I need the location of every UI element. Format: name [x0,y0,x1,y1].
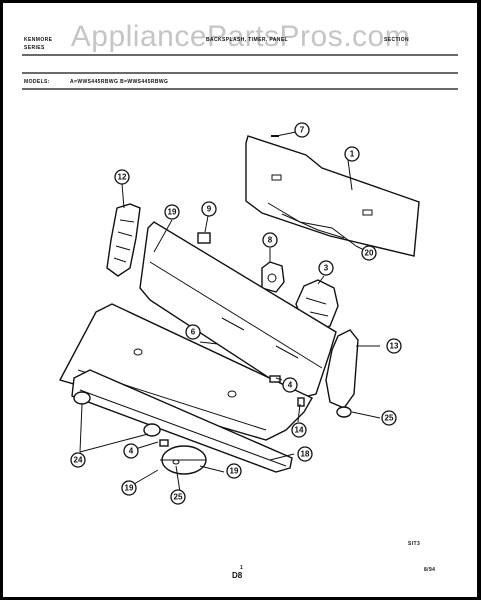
callout-9: 9 [201,201,217,217]
fitting-part-14 [297,397,305,407]
leader-lines [79,131,381,493]
callout-1: 1 [344,146,360,162]
callout-19-top: 19 [164,204,180,220]
dial-part-19 [160,445,207,475]
callout-12: 12 [114,169,130,185]
small-knob-part-25 [172,406,352,465]
svg-text:25: 25 [174,493,183,502]
callout-8: 8 [262,232,278,248]
svg-text:9: 9 [207,205,212,214]
callout-25-bottom: 25 [170,489,186,505]
callout-24: 24 [70,452,86,468]
models-label: MODELS: [24,79,50,85]
svg-text:6: 6 [191,328,196,337]
header-section-title: BACKSPLASH, TIMER, PANEL [206,37,289,43]
rear-cover-panel [245,135,420,257]
svg-text:19: 19 [168,208,177,217]
svg-text:14: 14 [295,426,304,435]
header-series: SERIES [24,45,45,51]
svg-text:4: 4 [129,447,134,456]
callout-19-bottom-right: 19 [226,463,242,479]
callout-19-bottom-left: 19 [121,480,137,496]
svg-text:18: 18 [301,450,310,459]
callout-7: 7 [294,122,310,138]
lower-trim-panel [71,369,293,473]
svg-text:4: 4 [288,381,293,390]
callout-20: 20 [361,245,377,261]
header-section-label: SECTION [384,37,410,43]
svg-text:19: 19 [230,467,239,476]
footer-page-mark: 1 [240,565,244,571]
callout-13: 13 [386,338,402,354]
knobs-part-24 [73,391,161,437]
svg-text:1: 1 [350,150,355,159]
callout-4-lower: 4 [123,443,139,459]
callout-25-right: 25 [381,410,397,426]
watermark: AppliancePartsPros.com [70,20,411,53]
svg-text:7: 7 [300,126,305,135]
svg-text:8: 8 [268,236,273,245]
svg-text:12: 12 [118,173,127,182]
switch-part-9 [197,232,211,244]
callout-18: 18 [297,446,313,462]
models-text: A=WWS445RBWG B=WWS445RBWG [70,79,169,85]
footer-date: 8/94 [424,567,436,573]
callout-3: 3 [318,260,334,276]
timer-part-8 [261,261,285,293]
svg-text:3: 3 [324,264,329,273]
svg-text:13: 13 [390,342,399,351]
svg-text:25: 25 [385,414,394,423]
footer-page-number: D8 [232,571,243,580]
footer-code: SIT3 [408,541,421,547]
svg-text:24: 24 [74,456,83,465]
callout-6: 6 [185,324,201,340]
svg-text:20: 20 [365,249,374,258]
callout-14: 14 [291,422,307,438]
backsplash-console [139,221,337,399]
mounting-bracket [106,203,141,277]
svg-text:19: 19 [125,484,134,493]
header-brand: KENMORE [24,37,53,43]
callout-4-upper: 4 [282,377,298,393]
